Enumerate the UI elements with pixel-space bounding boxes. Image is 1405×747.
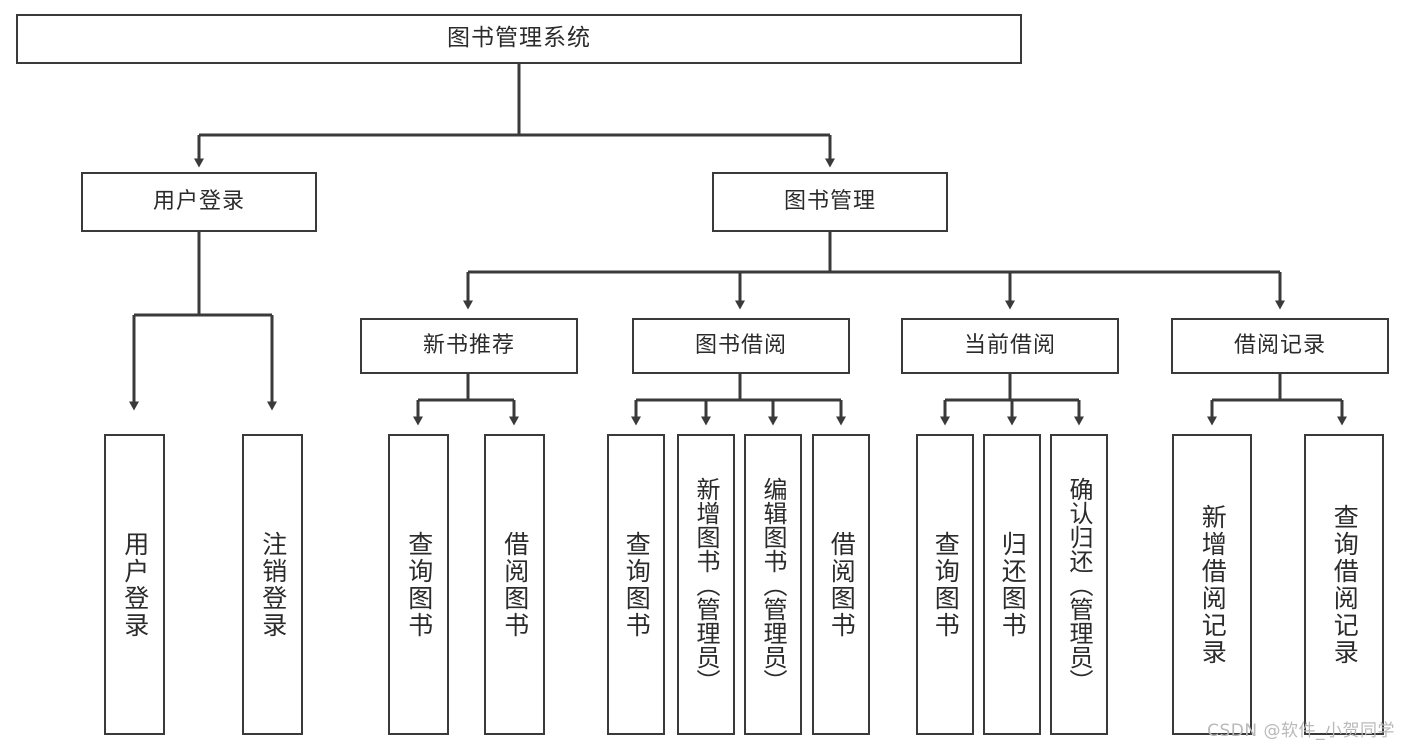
node-book-manage[interactable]: 图书管理 bbox=[712, 172, 948, 232]
node-leaf-query-book-1-label: 查询图书 bbox=[404, 530, 434, 639]
node-user-login-label: 用户登录 bbox=[152, 188, 245, 214]
node-leaf-return-book-label: 归还图书 bbox=[998, 530, 1028, 639]
node-book-borrow-label: 图书借阅 bbox=[694, 332, 787, 358]
node-root[interactable]: 图书管理系统 bbox=[16, 14, 1022, 64]
node-leaf-user-login-label: 用户登录 bbox=[120, 530, 150, 639]
node-user-login[interactable]: 用户登录 bbox=[81, 172, 317, 232]
node-leaf-add-book-label: 新增图书（管理员） bbox=[692, 476, 720, 693]
node-borrow-record[interactable]: 借阅记录 bbox=[1171, 318, 1389, 374]
node-leaf-user-logout[interactable]: 注销登录 bbox=[242, 434, 303, 735]
node-leaf-borrow-book-2-label: 借阅图书 bbox=[827, 530, 857, 639]
node-leaf-edit-book[interactable]: 编辑图书（管理员） bbox=[744, 434, 802, 735]
node-leaf-user-login[interactable]: 用户登录 bbox=[104, 434, 165, 735]
node-leaf-query-book-3-label: 查询图书 bbox=[931, 530, 961, 639]
node-current-borrow[interactable]: 当前借阅 bbox=[901, 318, 1119, 374]
node-leaf-add-record[interactable]: 新增借阅记录 bbox=[1172, 434, 1252, 735]
node-book-borrow[interactable]: 图书借阅 bbox=[632, 318, 850, 374]
node-leaf-confirm-return-label: 确认归还（管理员） bbox=[1065, 476, 1093, 693]
node-leaf-confirm-return[interactable]: 确认归还（管理员） bbox=[1050, 434, 1108, 735]
node-borrow-record-label: 借阅记录 bbox=[1233, 332, 1326, 358]
node-leaf-query-book-2[interactable]: 查询图书 bbox=[607, 434, 665, 735]
node-new-book-rec-label: 新书推荐 bbox=[422, 332, 515, 358]
node-root-label: 图书管理系统 bbox=[447, 25, 591, 52]
node-leaf-add-record-label: 新增借阅记录 bbox=[1198, 503, 1228, 666]
node-leaf-borrow-book-2[interactable]: 借阅图书 bbox=[812, 434, 870, 735]
node-leaf-query-book-1[interactable]: 查询图书 bbox=[388, 434, 449, 735]
node-leaf-borrow-book-1[interactable]: 借阅图书 bbox=[484, 434, 545, 735]
node-leaf-query-book-3[interactable]: 查询图书 bbox=[916, 434, 974, 735]
node-leaf-edit-book-label: 编辑图书（管理员） bbox=[759, 476, 787, 693]
node-leaf-add-book[interactable]: 新增图书（管理员） bbox=[677, 434, 735, 735]
node-leaf-query-record-label: 查询借阅记录 bbox=[1330, 503, 1360, 666]
node-leaf-return-book[interactable]: 归还图书 bbox=[983, 434, 1041, 735]
node-new-book-rec[interactable]: 新书推荐 bbox=[360, 318, 578, 374]
node-leaf-query-book-2-label: 查询图书 bbox=[622, 530, 652, 639]
node-book-manage-label: 图书管理 bbox=[783, 188, 876, 214]
node-current-borrow-label: 当前借阅 bbox=[963, 332, 1056, 358]
node-leaf-query-record[interactable]: 查询借阅记录 bbox=[1304, 434, 1384, 735]
node-leaf-borrow-book-1-label: 借阅图书 bbox=[500, 530, 530, 639]
node-leaf-user-logout-label: 注销登录 bbox=[258, 530, 288, 639]
